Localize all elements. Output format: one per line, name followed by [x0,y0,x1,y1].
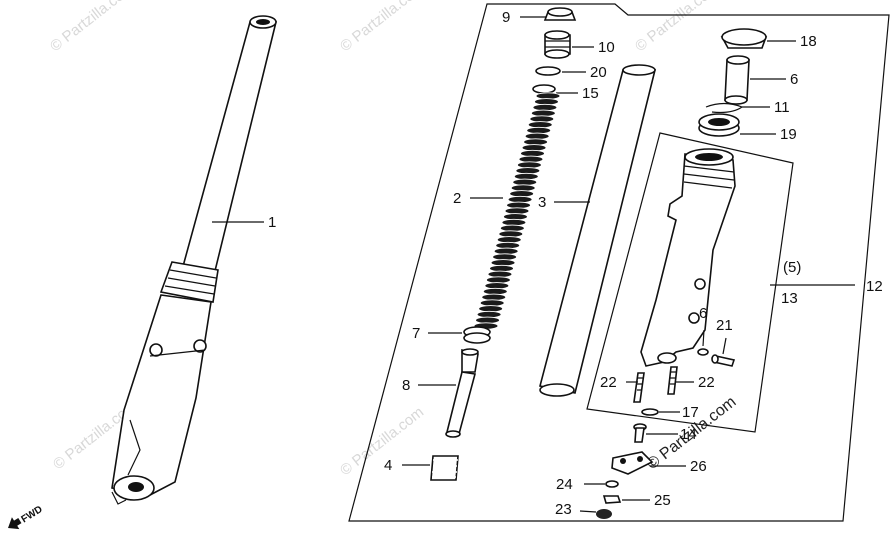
part-21-bolt [711,337,736,367]
callout-18: 18 [800,33,817,50]
callout-22a: 22 [600,374,617,391]
part-19-oil-seal [698,113,740,137]
callout-19: 19 [780,126,797,143]
callout-13: 13 [781,290,798,307]
watermark-5: © Partzilla.com [337,404,427,480]
callout-9: 9 [502,9,510,26]
part-4-rebound-spring [430,455,459,481]
callout-10: 10 [598,39,615,56]
arrow-icon [8,517,22,530]
callout-14: 14 [680,426,697,443]
part-7-ring [463,326,491,344]
part-11-circlip [705,102,744,114]
assembly-outline-12 [348,3,890,522]
part-20-oring [535,66,561,76]
fwd-label: FWD [19,504,44,525]
callout-15: 15 [582,85,599,102]
fwd-marker: FWD [8,504,45,530]
part-8-damper-rod [445,348,479,438]
callout-21: 21 [716,317,733,334]
part-25-nut [602,495,622,504]
callout-12: 12 [866,278,883,295]
callout-3: 3 [538,194,546,211]
part-17-washer [641,408,659,416]
callout-4: 4 [384,457,392,474]
callout-26: 26 [690,458,707,475]
callout-6b: 6 [699,305,707,322]
callout-5: (5) [783,259,801,276]
part-10-bolt [544,30,571,59]
assembled-fork-illustration [111,15,278,505]
callout-6a: 6 [790,71,798,88]
part-22-stud-left [633,372,645,403]
watermark-3: © Partzilla.com [632,0,722,55]
callout-8: 8 [402,377,410,394]
part-24-spring-washer [605,480,619,488]
part-18-dust-boot [720,28,768,49]
part-3-inner-tube [539,64,657,397]
callout-23: 23 [555,501,572,518]
part-23-cap-nut [596,509,612,519]
watermark-1: © Partzilla.com [47,0,137,55]
callout-7: 7 [412,325,420,342]
watermark-2: © Partzilla.com [337,0,427,55]
callout-11: 11 [774,99,790,116]
part-9-cap [543,7,577,21]
part-13-slider [640,148,736,367]
part-22-stud-right [667,366,678,395]
part-2-spring [473,92,561,330]
callout-1: 1 [268,214,276,231]
callout-20: 20 [590,64,607,81]
callout-25: 25 [654,492,671,509]
part-15-washer [532,84,556,94]
callout-24: 24 [556,476,573,493]
callout-22b: 22 [698,374,715,391]
part-26-axle-holder [611,451,654,475]
callout-2: 2 [453,190,461,207]
part-6-washer-small [697,329,709,356]
slider-outline-13 [586,132,794,433]
callout-17: 17 [682,404,699,421]
part-6-collar [724,55,750,105]
part-14-bolt [633,423,647,443]
